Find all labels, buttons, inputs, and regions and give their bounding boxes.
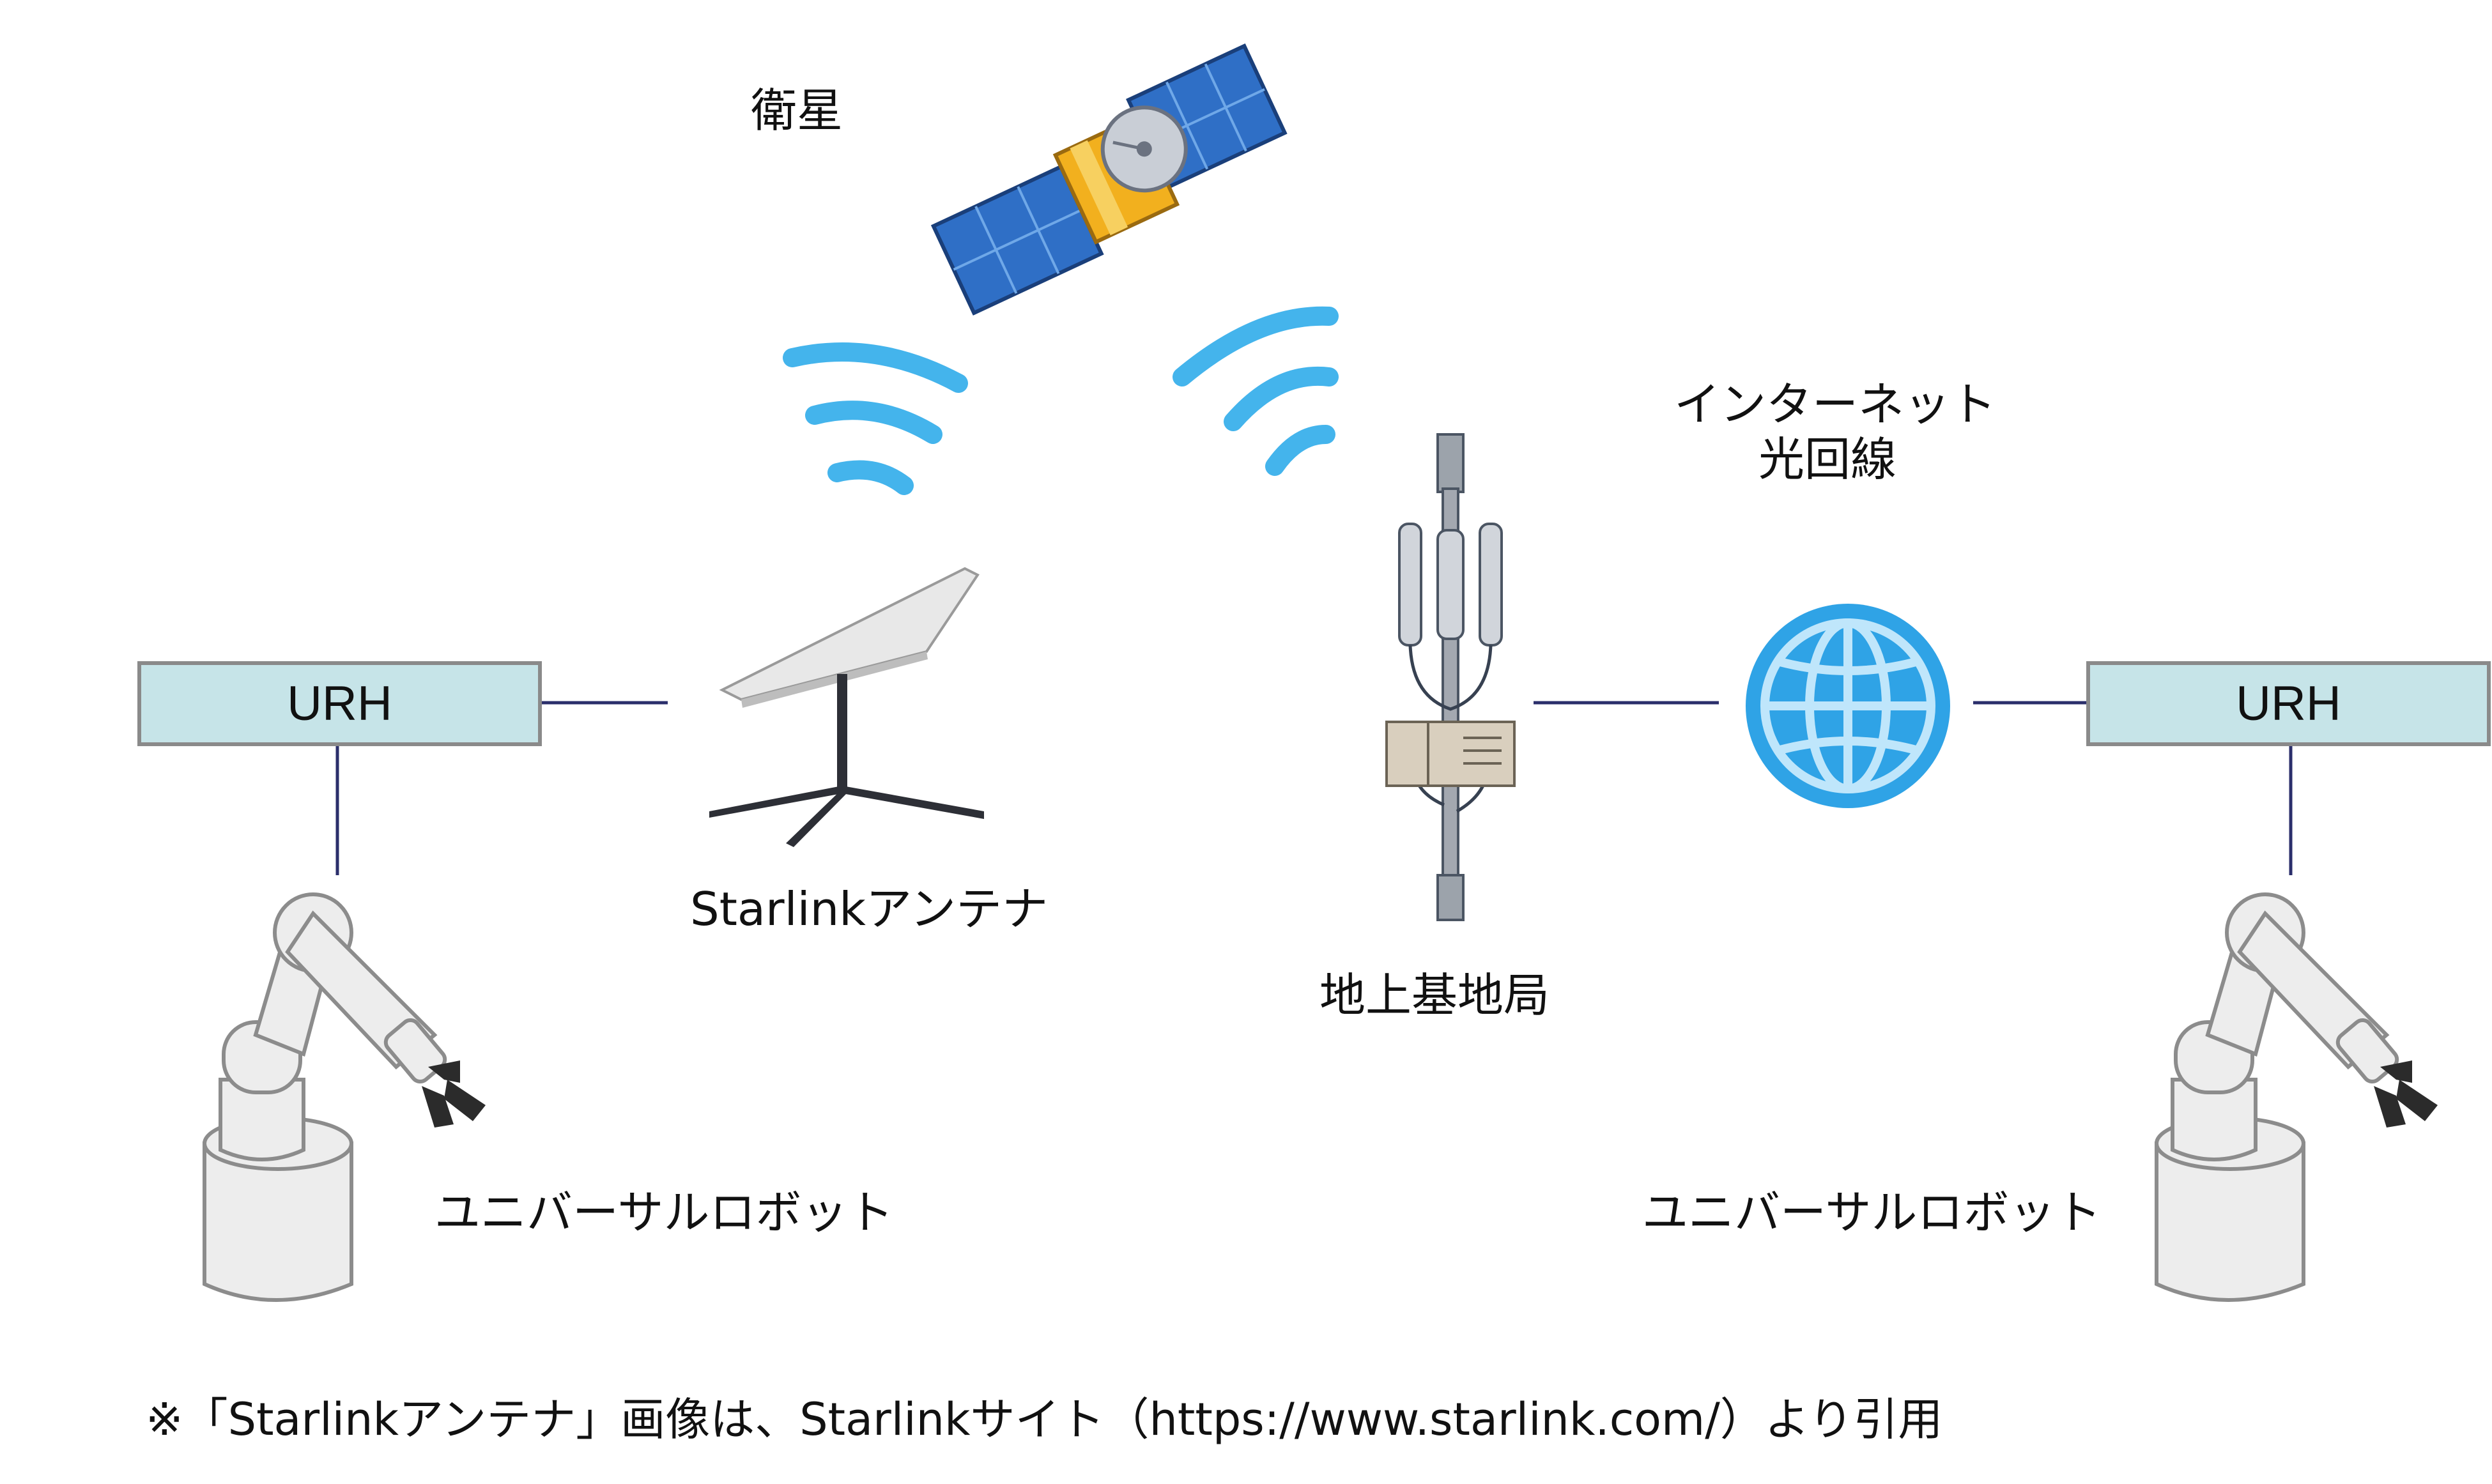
satellite-label: 衛星 (751, 84, 843, 137)
robot-left-label: ユニバーサルロボット (435, 1186, 894, 1239)
urh-box-right: URH (2086, 661, 2491, 746)
satellite-icon (930, 43, 1288, 316)
globe-icon (1746, 604, 1950, 808)
robot-arm-icon (203, 892, 486, 1302)
internet-fiber-label: インターネット 光回線 (1674, 377, 1997, 487)
urh-label: URH (287, 677, 392, 731)
robot-right-label: ユニバーサルロボット (1642, 1186, 2102, 1239)
starlink-antenna-label: Starlinkアンテナ (690, 882, 1049, 936)
signal-waves-icon (1173, 306, 1339, 476)
urh-box-left: URH (137, 661, 542, 746)
urh-label: URH (2236, 677, 2341, 731)
internet-label-line1: インターネット (1674, 378, 1997, 431)
robot-arm-icon (2155, 892, 2438, 1302)
ground-station-label: 地上基地局 (1319, 968, 1550, 1022)
footnote: ※「Starlinkアンテナ」画像は、Starlinkサイト（https://w… (146, 1393, 1943, 1446)
cell-tower-icon (1385, 433, 1516, 921)
internet-label-line2: 光回線 (1758, 432, 1896, 487)
starlink-antenna-icon (709, 567, 984, 847)
signal-waves-icon (783, 342, 968, 495)
